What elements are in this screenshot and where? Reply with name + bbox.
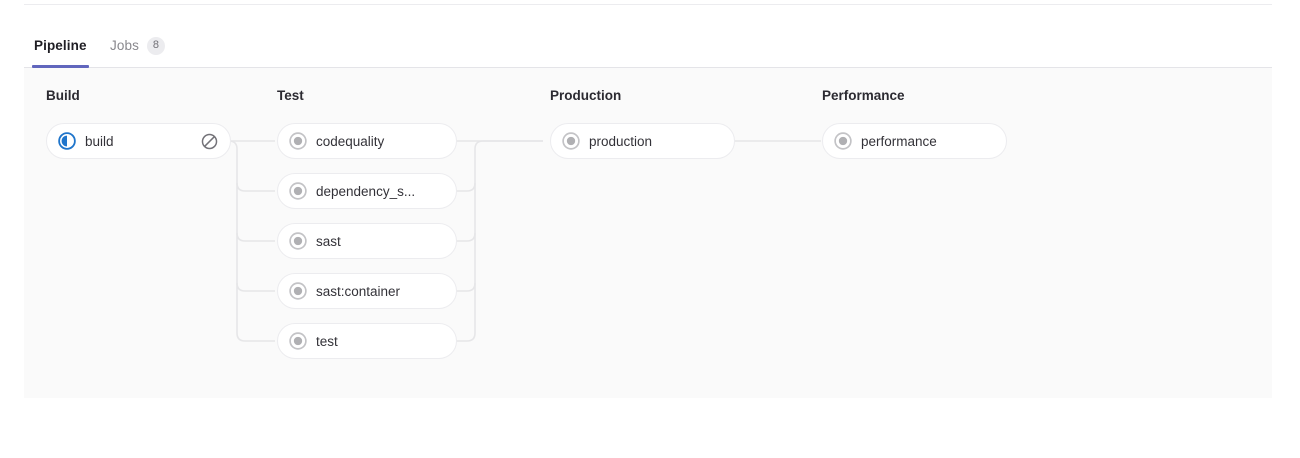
status-created-icon xyxy=(834,132,852,150)
status-running-icon xyxy=(58,132,76,150)
pipeline-stages: Build build Tes xyxy=(24,68,1272,398)
tab-bar: Pipeline Jobs 8 xyxy=(24,24,1272,68)
stage-build-title: Build xyxy=(46,88,80,103)
cancel-icon[interactable] xyxy=(198,130,220,152)
job-name-sast-container: sast:container xyxy=(316,283,401,299)
stage-performance-title: Performance xyxy=(822,88,905,103)
pipeline-graph-panel: Build build Tes xyxy=(24,68,1272,398)
job-node-codequality[interactable]: codequality xyxy=(277,123,457,159)
job-node-sast[interactable]: sast xyxy=(277,223,457,259)
job-name-test: test xyxy=(316,333,338,349)
job-name-build: build xyxy=(85,133,114,149)
job-node-test[interactable]: test xyxy=(277,323,457,359)
job-node-production[interactable]: production xyxy=(550,123,735,159)
status-created-icon xyxy=(289,182,307,200)
tab-pipeline[interactable]: Pipeline xyxy=(32,24,89,68)
status-created-icon xyxy=(562,132,580,150)
stage-test-title: Test xyxy=(277,88,304,103)
tab-jobs[interactable]: Jobs 8 xyxy=(108,24,167,67)
job-name-production: production xyxy=(589,133,653,149)
top-divider xyxy=(24,4,1272,5)
job-name-performance: performance xyxy=(861,133,937,149)
job-name-codequality: codequality xyxy=(316,133,385,149)
stage-production-title: Production xyxy=(550,88,622,103)
status-created-icon xyxy=(289,232,307,250)
status-created-icon xyxy=(289,282,307,300)
job-name-dependency-scanning: dependency_s... xyxy=(316,183,416,199)
job-node-sast-container[interactable]: sast:container xyxy=(277,273,457,309)
job-node-dependency-scanning[interactable]: dependency_s... xyxy=(277,173,457,209)
status-created-icon xyxy=(289,332,307,350)
tab-jobs-label: Jobs xyxy=(110,38,139,53)
status-created-icon xyxy=(289,132,307,150)
tab-pipeline-label: Pipeline xyxy=(34,38,87,53)
job-node-performance[interactable]: performance xyxy=(822,123,1007,159)
job-name-sast: sast xyxy=(316,233,341,249)
job-node-build[interactable]: build xyxy=(46,123,231,159)
tab-jobs-count-badge: 8 xyxy=(146,36,165,55)
